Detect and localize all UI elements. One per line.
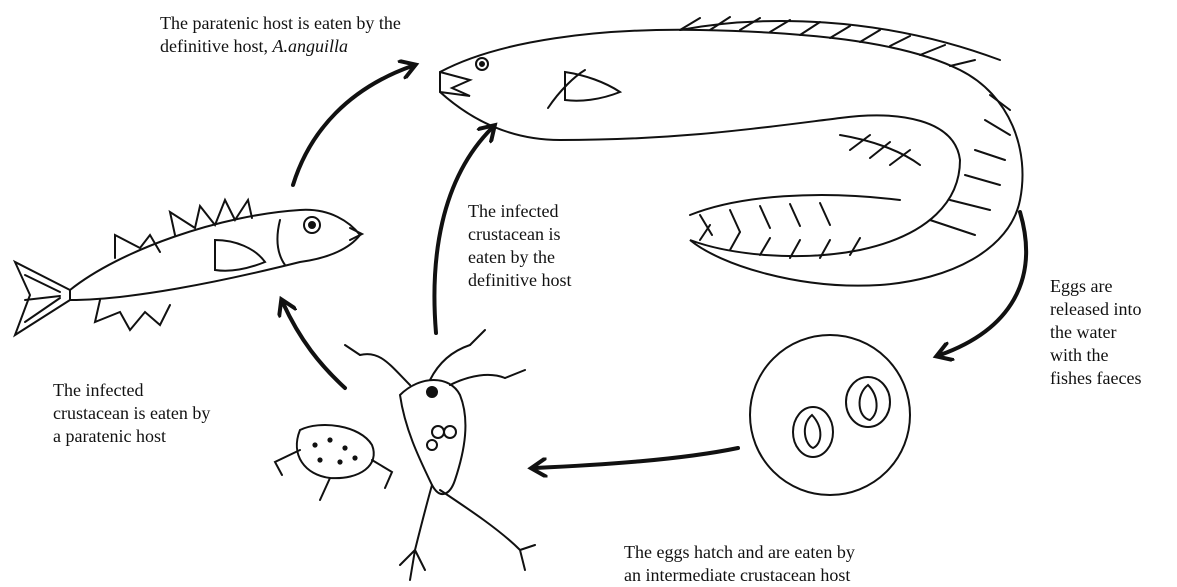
label-line: Eggs are bbox=[1050, 275, 1141, 298]
label-line: a paratenic host bbox=[53, 425, 210, 448]
fish-illustration bbox=[15, 200, 362, 335]
label-line: the water bbox=[1050, 321, 1141, 344]
label-crustacean-to-definitive: The infected crustacean is eaten by the … bbox=[468, 200, 571, 292]
label-line: definitive host bbox=[468, 269, 571, 292]
label-line: The eggs hatch and are eaten by bbox=[624, 541, 855, 564]
label-line: crustacean is bbox=[468, 223, 571, 246]
cycle-arrows bbox=[283, 66, 1026, 468]
eggs-illustration bbox=[750, 335, 910, 495]
label-crustacean-to-paratenic: The infected crustacean is eaten by a pa… bbox=[53, 379, 210, 448]
label-line: crustacean is eaten by bbox=[53, 402, 210, 425]
label-line: The infected bbox=[468, 200, 571, 223]
label-line: with the bbox=[1050, 344, 1141, 367]
label-line: eaten by the bbox=[468, 246, 571, 269]
arrow-crustacean-to-fish bbox=[283, 303, 345, 388]
label-text: definitive host, bbox=[160, 36, 272, 56]
label-line: an intermediate crustacean host bbox=[624, 564, 855, 587]
label-eggs-released: Eggs are released into the water with th… bbox=[1050, 275, 1141, 390]
species-name: A.anguilla bbox=[272, 36, 348, 56]
arrow-eel-to-eggs bbox=[940, 212, 1026, 355]
label-line: definitive host, A.anguilla bbox=[160, 35, 401, 58]
label-line: released into bbox=[1050, 298, 1141, 321]
label-line: The infected bbox=[53, 379, 210, 402]
label-paratenic-to-definitive: The paratenic host is eaten by the defin… bbox=[160, 12, 401, 58]
crustacean-illustration bbox=[275, 330, 535, 580]
label-line: fishes faeces bbox=[1050, 367, 1141, 390]
arrow-fish-to-eel bbox=[293, 66, 412, 185]
arrow-eggs-to-crustacean bbox=[535, 448, 738, 468]
label-eggs-hatch: The eggs hatch and are eaten by an inter… bbox=[624, 541, 855, 587]
label-line: The paratenic host is eaten by the bbox=[160, 12, 401, 35]
